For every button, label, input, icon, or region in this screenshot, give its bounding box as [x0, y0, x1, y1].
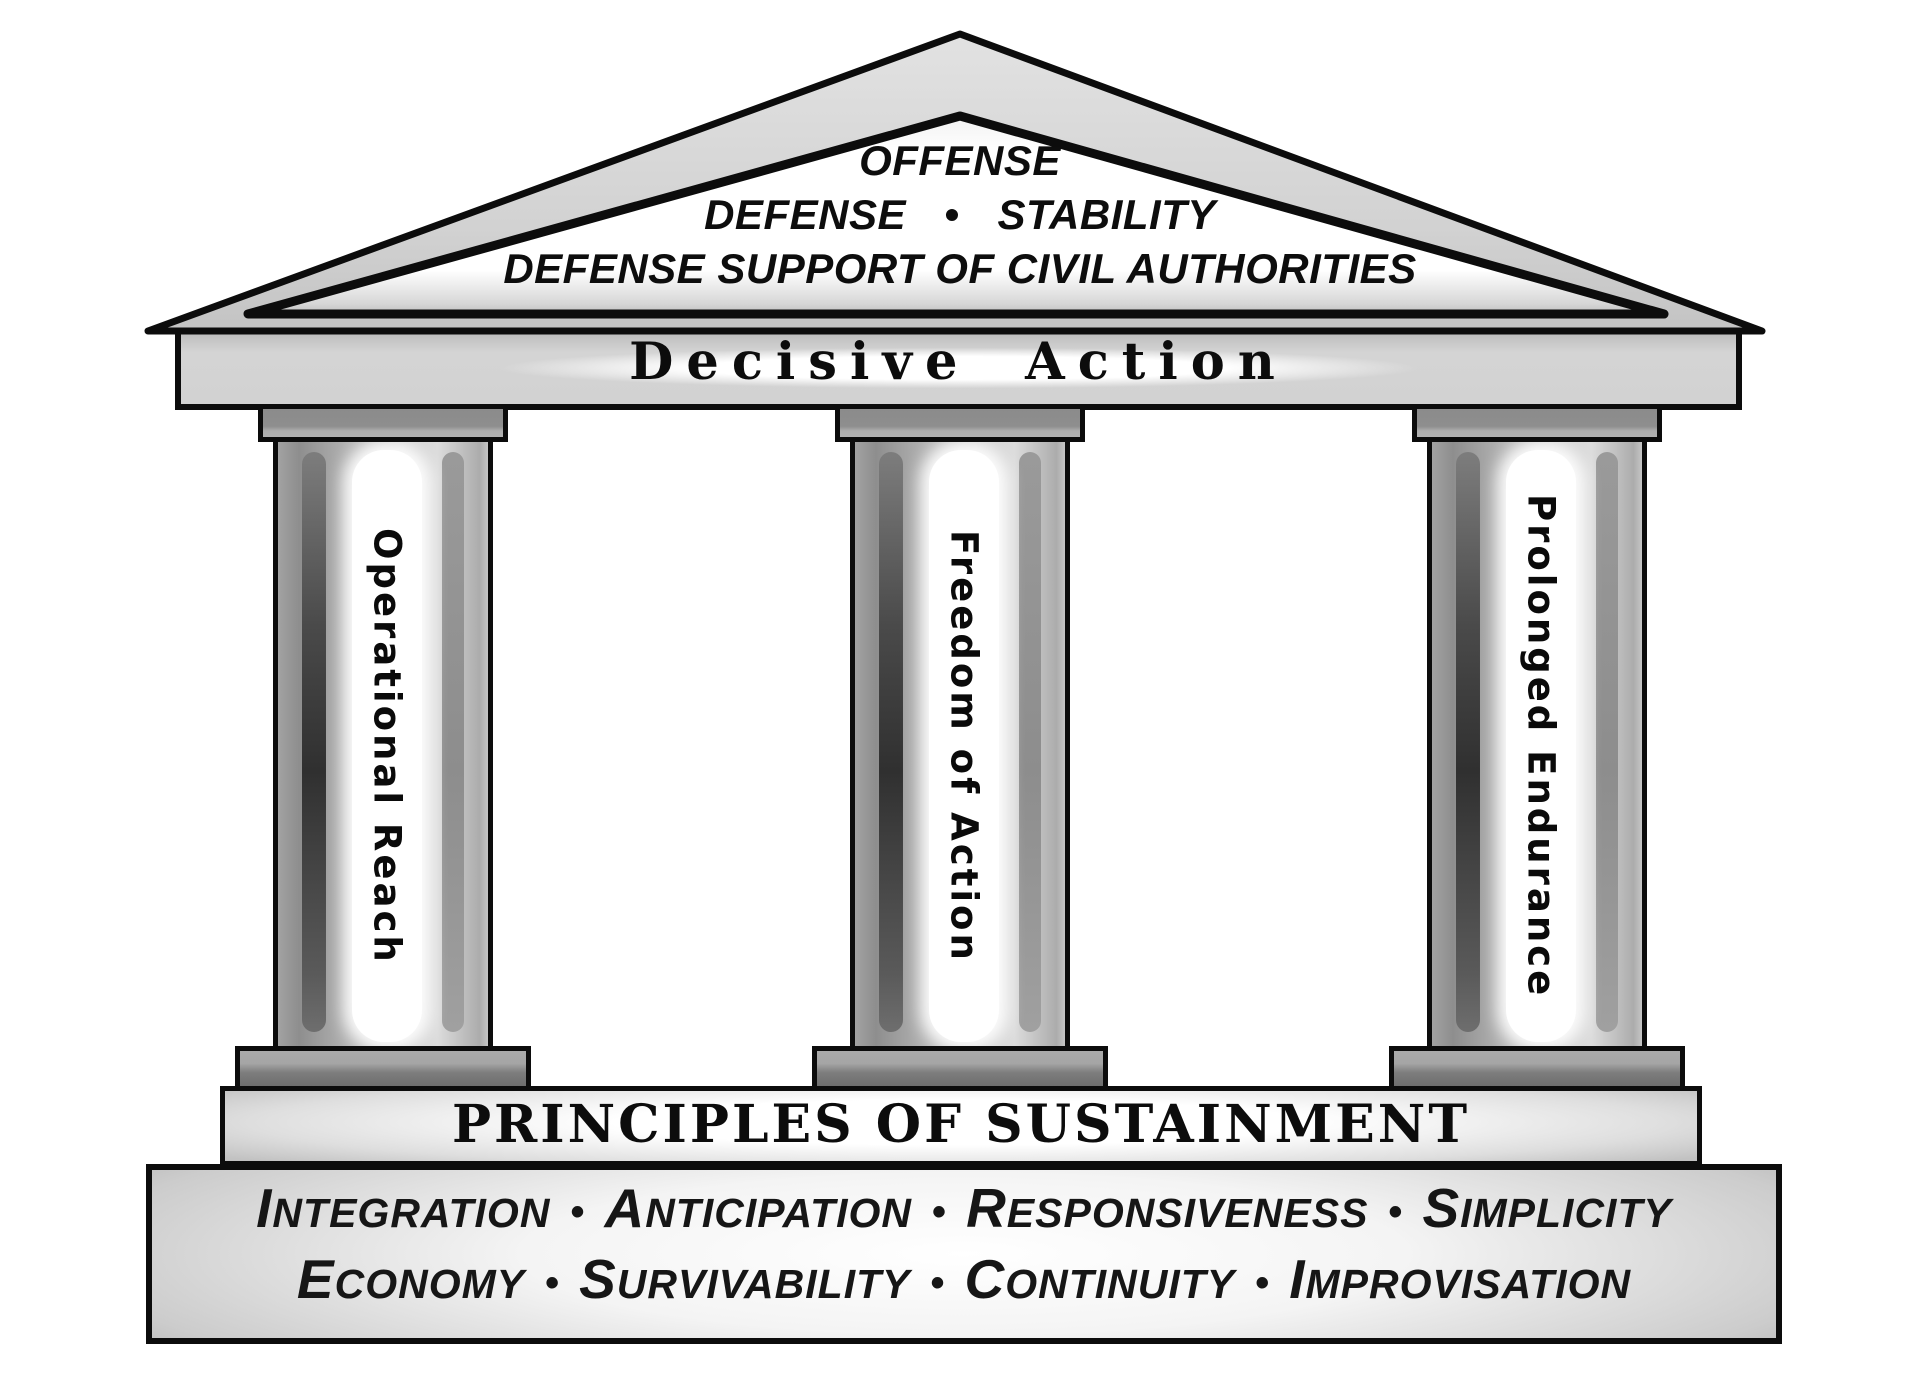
principle-word: ECONOMY	[296, 1248, 526, 1310]
column-label-band: Prolonged Endurance	[1506, 450, 1576, 1042]
shaft-light-flute	[442, 452, 464, 1032]
architrave-glow	[367, 341, 1550, 394]
principle-word: INTEGRATION	[256, 1177, 551, 1239]
column-label-band: Operational Reach	[352, 450, 422, 1042]
bullet-separator: •	[1388, 1190, 1403, 1234]
shaft-dark-flute	[1456, 452, 1480, 1032]
column-label: Operational Reach	[365, 527, 409, 965]
shaft-dark-flute	[879, 452, 903, 1032]
pediment-line-offense: OFFENSE	[859, 137, 1061, 184]
column-shaft: Freedom of Action	[850, 438, 1070, 1054]
principles-of-sustainment-title: PRINCIPLES OF SUSTAINMENT	[451, 1093, 1471, 1155]
bullet-separator: •	[932, 1190, 947, 1234]
column-freedom-of-action: Freedom of Action	[812, 404, 1108, 1092]
column-shaft: Operational Reach	[273, 438, 493, 1054]
pediment-line-civil-authorities: DEFENSE SUPPORT OF CIVIL AUTHORITIES	[503, 245, 1417, 292]
principle-word: RESPONSIVENESS	[966, 1177, 1369, 1239]
column-label-band: Freedom of Action	[929, 450, 999, 1042]
principle-word: IMPROVISATION	[1289, 1248, 1632, 1310]
principles-row-1: INTEGRATION•ANTICIPATION•RESPONSIVENESS•…	[256, 1181, 1672, 1250]
column-prolonged-endurance: Prolonged Endurance	[1389, 404, 1685, 1092]
principles-row-2: ECONOMY•SURVIVABILITY•CONTINUITY•IMPROVI…	[297, 1252, 1631, 1321]
shaft-light-flute	[1019, 452, 1041, 1032]
principle-word: ANTICIPATION	[604, 1177, 913, 1239]
column-operational-reach: Operational Reach	[235, 404, 531, 1092]
principle-word: SURVIVABILITY	[579, 1248, 911, 1310]
column-shaft: Prolonged Endurance	[1427, 438, 1647, 1054]
bullet-separator: •	[1255, 1261, 1270, 1305]
bullet-separator: •	[545, 1261, 560, 1305]
shaft-dark-flute	[302, 452, 326, 1032]
shaft-light-flute	[1596, 452, 1618, 1032]
foundation-block: INTEGRATION • ANTICIPATION • RESPONSIVENESS •…	[146, 1164, 1782, 1344]
principle-word: CONTINUITY	[964, 1248, 1236, 1310]
principle-word: SIMPLICITY	[1422, 1177, 1672, 1239]
column-label: Freedom of Action	[942, 529, 986, 963]
pediment-line-defense-stability: DEFENSE • STABILITY	[704, 191, 1216, 238]
column-capital	[1412, 404, 1662, 442]
column-label: Prolonged Endurance	[1519, 493, 1563, 999]
pediment-text-block: OFFENSE DEFENSE • STABILITY DEFENSE SUPP…	[0, 134, 1920, 296]
column-capital	[258, 404, 508, 442]
column-plinth	[812, 1046, 1108, 1092]
bullet-separator: •	[570, 1190, 585, 1234]
decisive-action-label: Decisive Action	[629, 332, 1288, 392]
bullet-separator: •	[930, 1261, 945, 1305]
stylobate-beam: PRINCIPLES OF SUSTAINMENT	[220, 1086, 1702, 1166]
architrave-beam: Decisive Action	[175, 324, 1742, 410]
column-capital	[835, 404, 1085, 442]
